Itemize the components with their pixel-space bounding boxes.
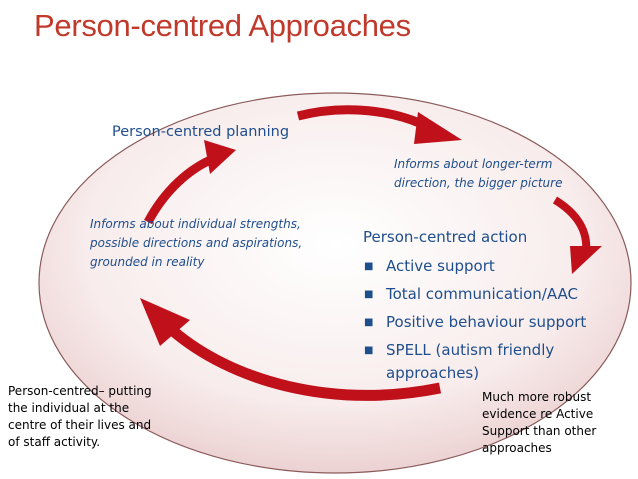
arrow-right <box>552 196 602 274</box>
note-line: of staff activity. <box>8 435 101 449</box>
note-line: evidence re Active <box>482 407 594 421</box>
note-person-centred: Person-centred– putting the individual a… <box>8 383 178 451</box>
arrow-bottom <box>140 298 442 401</box>
list-item: ■ Positive behaviour support <box>363 311 613 334</box>
square-bullet-icon: ■ <box>364 345 374 356</box>
action-list: ■ Active support ■ Total communication/AAC… <box>363 255 613 390</box>
list-item-text: Positive behaviour support <box>386 313 587 331</box>
planning-label: Person-centred planning <box>112 124 290 140</box>
note-line: centre of their lives and <box>8 418 152 432</box>
strengths-line: Informs about individual strengths, <box>90 217 301 231</box>
informs-strengths-text: Informs about individual strengths, poss… <box>90 215 340 272</box>
square-bullet-icon: ■ <box>364 289 374 300</box>
arrow-left <box>144 140 236 225</box>
note-evidence: Much more robust evidence re Active Supp… <box>482 389 632 457</box>
square-bullet-icon: ■ <box>364 261 374 272</box>
list-item-text: Active support <box>386 257 495 275</box>
list-item-text: SPELL (autism friendly approaches) <box>386 341 555 382</box>
background-ellipse <box>38 92 632 474</box>
note-line: Support than other <box>482 424 597 438</box>
arrow-top <box>296 105 462 144</box>
note-line: approaches <box>482 441 552 455</box>
informs-direction-line: Informs about longer-term <box>394 157 553 171</box>
strengths-line: grounded in reality <box>90 255 205 269</box>
list-item: ■ Active support <box>363 255 613 278</box>
action-heading: Person-centred action <box>363 228 528 246</box>
square-bullet-icon: ■ <box>364 317 374 328</box>
list-item: ■ Total communication/AAC <box>363 283 613 306</box>
strengths-line: possible directions and aspirations, <box>90 236 303 250</box>
note-line: Person-centred– putting <box>8 384 152 398</box>
list-item: ■ SPELL (autism friendly approaches) <box>363 339 613 385</box>
list-item-text: Total communication/AAC <box>386 285 579 303</box>
informs-direction-text: Informs about longer-term direction, the… <box>394 155 594 193</box>
note-line: Much more robust <box>482 390 592 404</box>
page-title: Person-centred Approaches <box>34 8 411 43</box>
informs-direction-line: direction, the bigger picture <box>394 176 563 190</box>
note-line: the individual at the <box>8 401 130 415</box>
